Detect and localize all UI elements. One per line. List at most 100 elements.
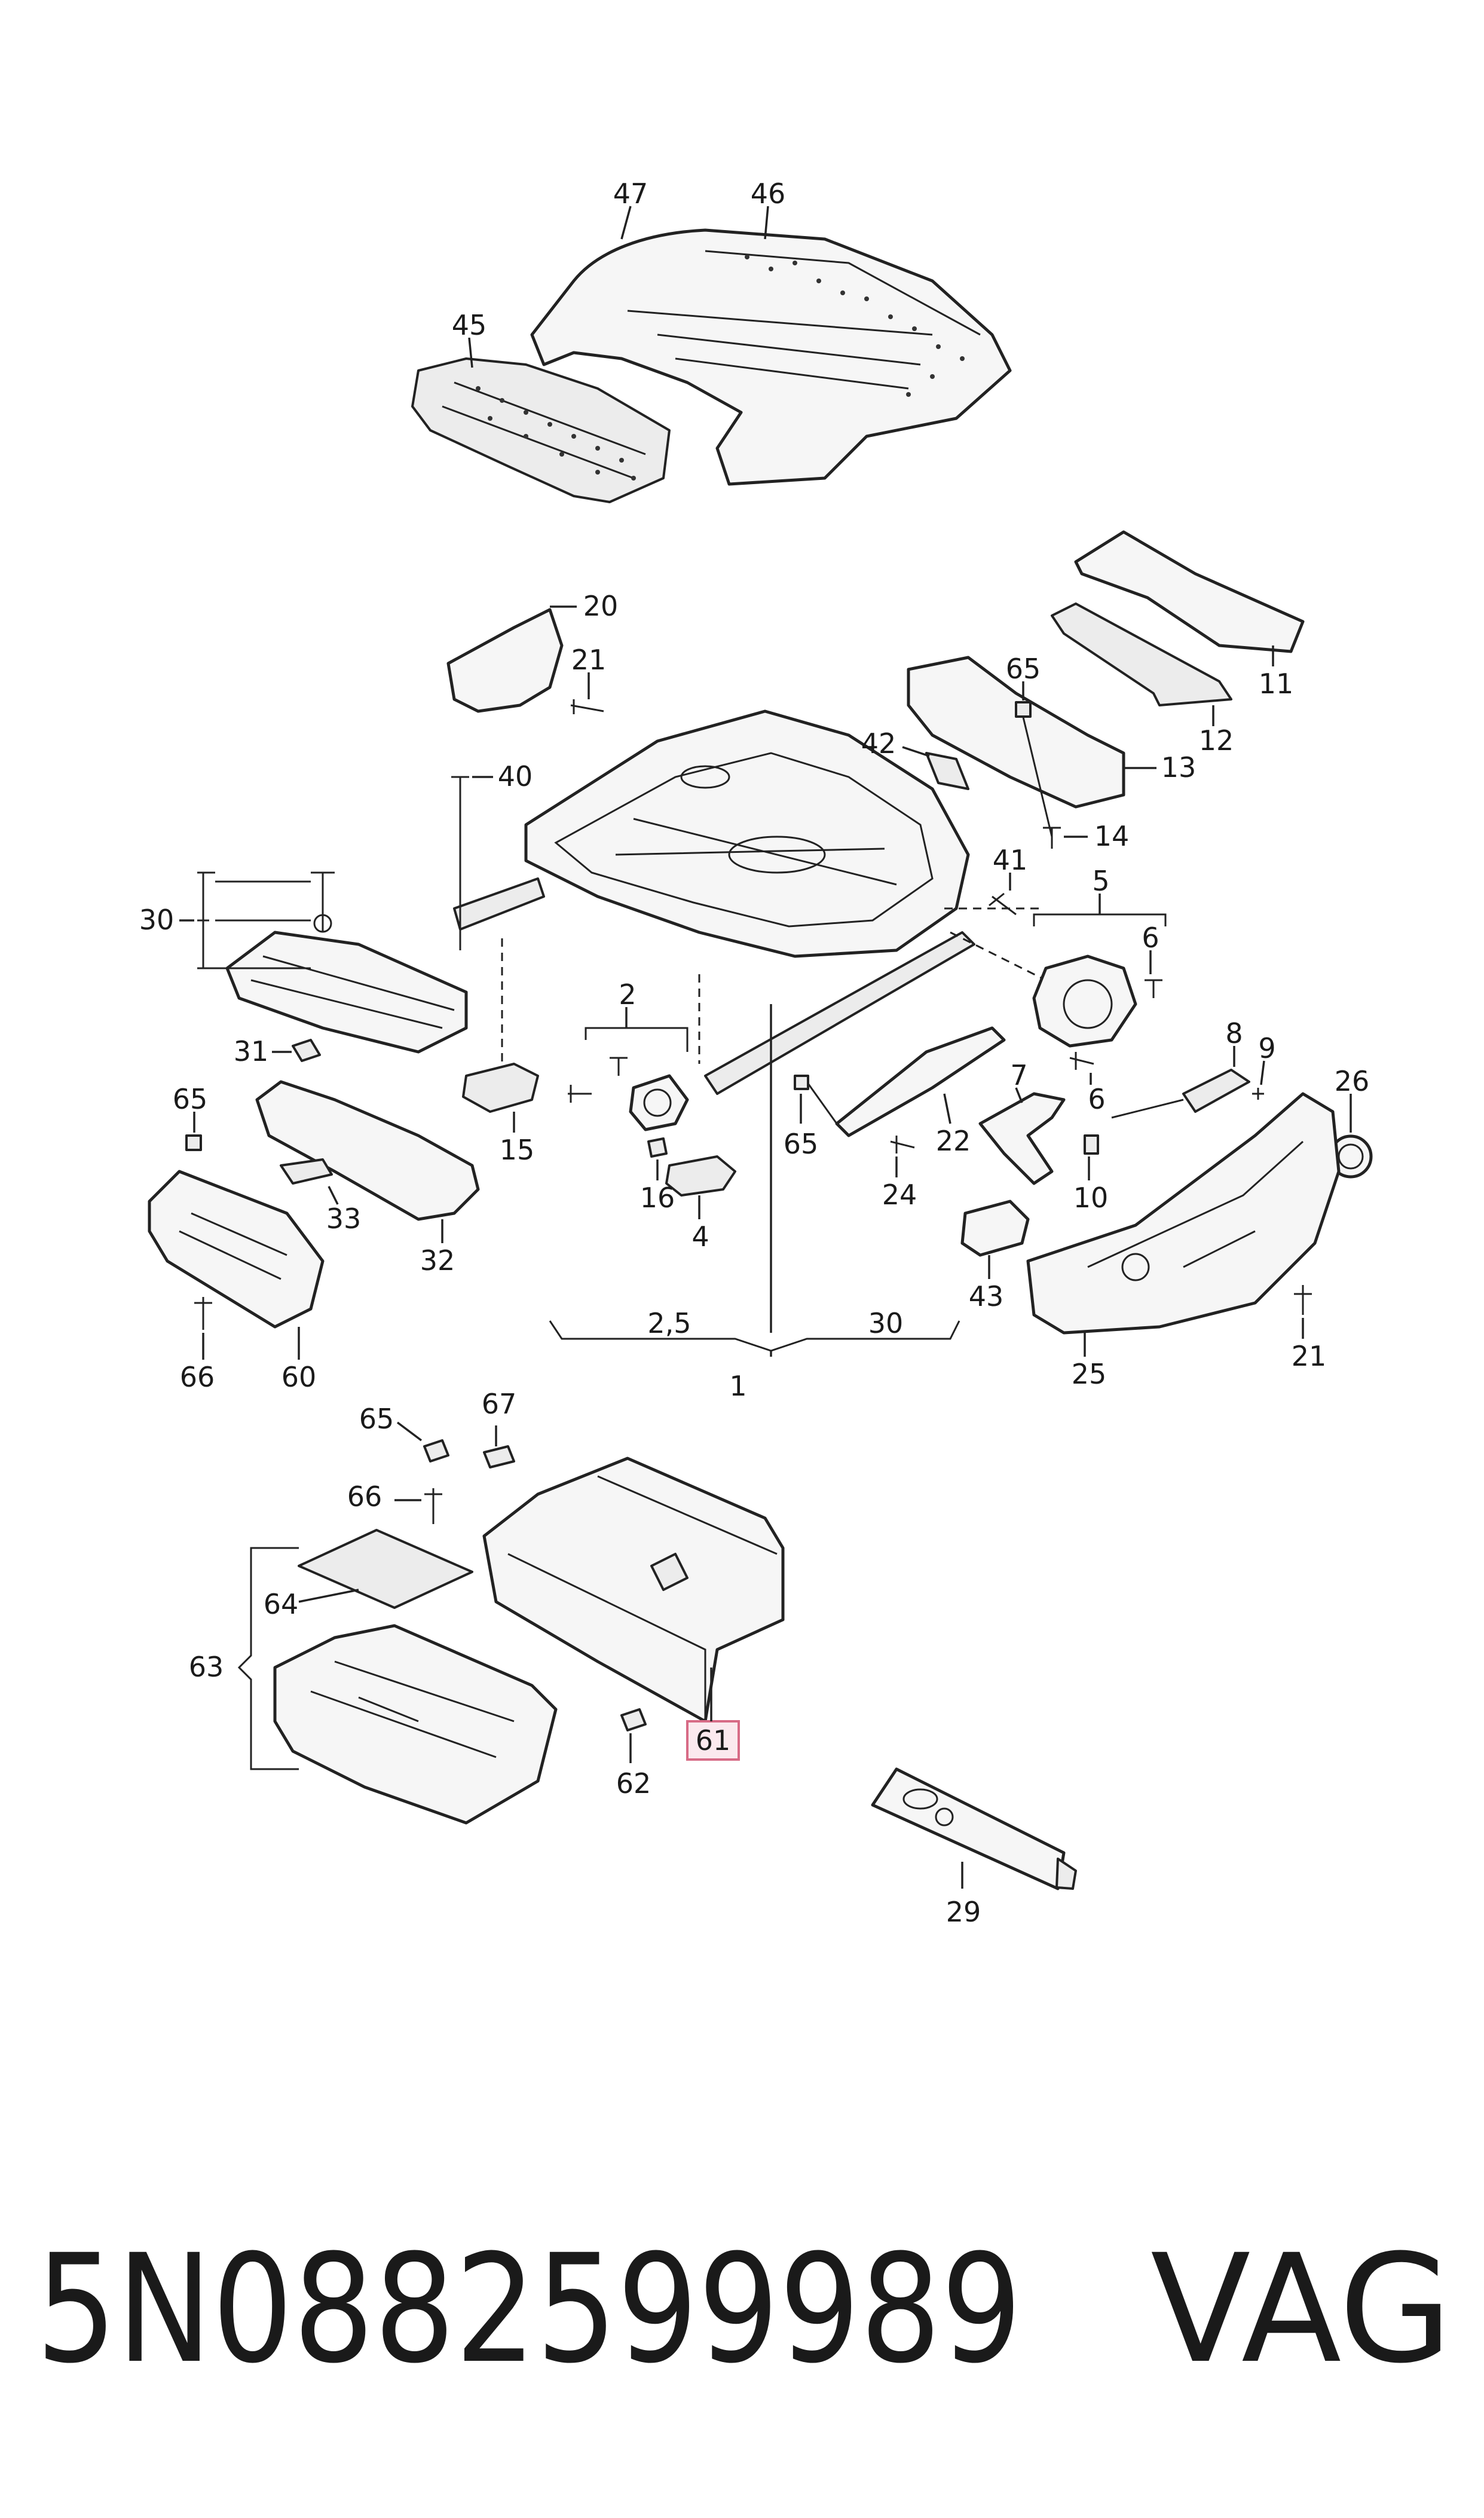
part-61-highlight	[686, 1720, 740, 1761]
part-61-drawer-housing	[482, 1457, 785, 1723]
part-25-side-trim	[1026, 1092, 1341, 1335]
part-9-screw	[1252, 1088, 1264, 1100]
callout-11: 11	[1259, 668, 1294, 700]
callout-65: 65	[359, 1403, 394, 1435]
part-16-clip	[647, 1137, 668, 1158]
callout-62: 62	[616, 1767, 651, 1800]
callout-30: 30	[139, 904, 175, 936]
brand-name: VAG	[1151, 2222, 1452, 2396]
callout-2: 2	[619, 978, 636, 1011]
part-22-cable	[835, 1026, 1006, 1137]
callout-42: 42	[861, 727, 896, 760]
seat-rail-right	[704, 931, 975, 1095]
callout-30: 30	[868, 1307, 904, 1339]
callout-65: 65	[784, 1128, 819, 1160]
part-65-clip-drawer	[423, 1439, 449, 1463]
callout-20: 20	[583, 590, 619, 622]
callout-7: 7	[1010, 1059, 1027, 1091]
callout-21: 21	[571, 644, 607, 676]
callout-32: 32	[420, 1244, 455, 1277]
callout-65: 65	[173, 1083, 208, 1115]
callout-12: 12	[1199, 724, 1234, 757]
callout-14: 14	[1094, 820, 1130, 852]
callout-5: 5	[1092, 865, 1109, 897]
part-number: 5N0882599989	[36, 2222, 1022, 2396]
callout-26: 26	[1335, 1065, 1370, 1097]
callout-64: 64	[264, 1588, 299, 1620]
callout-1: 1	[729, 1370, 746, 1402]
callout-16: 16	[640, 1182, 675, 1214]
seat-frame-group	[453, 709, 1047, 1333]
callout-9: 9	[1258, 1032, 1275, 1064]
callout-41: 41	[993, 844, 1028, 876]
part-10-clip	[1084, 1134, 1099, 1155]
callout-46: 46	[751, 178, 786, 210]
callout-61: 61	[696, 1724, 731, 1757]
part-66-screw-b	[424, 1488, 442, 1524]
callout-10: 10	[1073, 1182, 1109, 1214]
callout-65: 65	[1006, 653, 1041, 685]
seat-cushion-cover	[530, 228, 1012, 486]
part-31-nut	[292, 1039, 321, 1062]
callout-6: 6	[1088, 1083, 1105, 1115]
callout-40: 40	[498, 760, 533, 793]
part-60-bracket	[148, 1170, 325, 1329]
callout-66: 66	[347, 1480, 383, 1513]
part-5-motor	[1032, 954, 1137, 1048]
callout-47: 47	[613, 178, 648, 210]
part-67-bolt	[483, 1445, 515, 1468]
callout-4: 4	[691, 1220, 709, 1253]
part-41-screw	[989, 892, 1017, 916]
callout-25: 25	[1072, 1358, 1107, 1390]
part-43-switch	[960, 1200, 1030, 1257]
part-12-panel	[1051, 602, 1232, 706]
callout-33: 33	[326, 1203, 362, 1235]
part-20-bracket	[446, 608, 564, 713]
callout-43: 43	[969, 1280, 1004, 1312]
callout-15: 15	[500, 1134, 535, 1166]
callout-63: 63	[189, 1651, 224, 1683]
callout-29: 29	[946, 1896, 981, 1928]
callout-67: 67	[482, 1388, 517, 1420]
callout-22: 22	[936, 1125, 971, 1157]
part-62-clip	[620, 1708, 647, 1731]
callout-60: 60	[281, 1361, 317, 1393]
seat-cushion-group	[411, 206, 1012, 503]
callout-6: 6	[1142, 922, 1159, 954]
callout-8: 8	[1225, 1017, 1243, 1050]
part-65-clip-mid	[794, 1075, 809, 1090]
part-30-rail-assembly	[225, 931, 468, 1054]
part-29-grease-tube	[871, 1767, 1066, 1890]
part-63-drawer	[273, 1624, 558, 1825]
callout-21: 21	[1292, 1340, 1327, 1372]
part-66-screw-a	[194, 1297, 212, 1330]
part-2-screw-b	[568, 1085, 592, 1103]
callout-31: 31	[234, 1035, 269, 1067]
part-4-cover	[665, 1155, 736, 1197]
part-11-panel	[1074, 530, 1305, 653]
callout-24: 24	[882, 1179, 917, 1211]
seat-rail-left	[453, 877, 545, 931]
part-21-screw-b	[1294, 1285, 1312, 1315]
part-33-clip	[280, 1158, 333, 1185]
part-40-bolt	[451, 776, 469, 950]
part-21-screw	[570, 699, 604, 714]
part-30-bolt	[311, 871, 335, 932]
part-15-cover	[462, 1063, 539, 1113]
part-6-screw-b	[1069, 1052, 1094, 1070]
part-65-clip-left	[185, 1134, 202, 1151]
part-2-screw-a	[610, 1057, 628, 1076]
callout-labels: 47 46 45 20 21 40 11 12 65 42 13 14 30 4…	[139, 178, 1370, 1928]
seat-frame	[524, 709, 970, 958]
part-42-connector	[925, 752, 969, 790]
callout-2-5: 2,5	[647, 1307, 691, 1339]
part-2-motor	[629, 1074, 689, 1131]
part-24-screw	[890, 1136, 915, 1154]
part-8-lever	[1182, 1069, 1250, 1113]
callout-13: 13	[1161, 751, 1197, 784]
seat-cushion-pad	[411, 357, 671, 503]
part-6-screw-a	[1145, 979, 1162, 998]
callout-66: 66	[180, 1361, 215, 1393]
